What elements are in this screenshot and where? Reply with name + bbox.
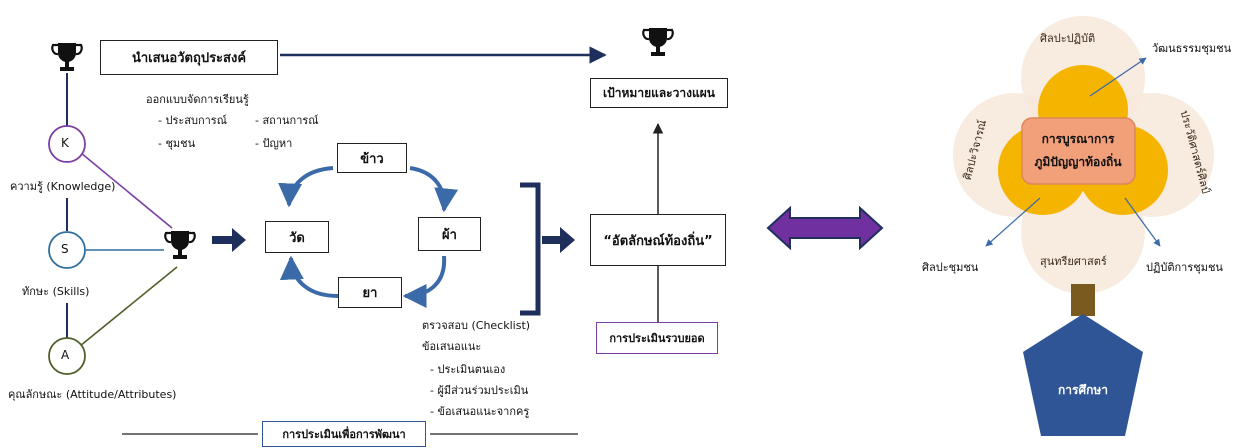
trophy-icon-goal <box>642 26 674 58</box>
center-label-line2: ภูมิปัญญาท้องถิ่น <box>1034 155 1122 169</box>
arrow-out-top-right <box>1089 57 1147 97</box>
out-label-culture: วัฒนธรรมชุมชน <box>1152 42 1232 55</box>
cycle-box-temple: วัด <box>265 221 329 253</box>
connector-a-trophy <box>79 266 178 347</box>
arrow-to-cycle <box>212 228 246 252</box>
k-letter: K <box>61 136 69 150</box>
design-item-problem: - ปัญหา <box>255 137 293 150</box>
cycle-arrow-4 <box>279 255 339 298</box>
advice-title: ข้อเสนอแนะ <box>422 340 482 353</box>
a-letter: A <box>61 348 70 362</box>
a-label: คุณลักษณะ (Attitude/Attributes) <box>8 388 177 401</box>
design-item-experience: - ประสบการณ์ <box>158 114 227 127</box>
cycle-arrow-3 <box>402 255 447 308</box>
formative-box: การประเมินเพื่อการพัฒนา <box>262 421 426 447</box>
goal-box: เป้าหมายและวางแผน <box>590 78 728 108</box>
s-label: ทักษะ (Skills) <box>22 285 90 298</box>
cycle-arrow-1 <box>278 166 334 208</box>
education-pentagon <box>1023 314 1143 436</box>
advice-item-stakeholder: - ผู้มีส่วนร่วมประเมิน <box>430 384 529 397</box>
design-item-situation: - สถานการณ์ <box>255 114 319 127</box>
connector-k-trophy <box>80 152 173 229</box>
a-circle <box>48 337 86 375</box>
center-label-line1: การบูรณาการ <box>1041 132 1115 146</box>
double-arrow <box>766 205 884 251</box>
s-circle <box>48 231 86 269</box>
design-item-community: - ชุมชน <box>158 137 196 150</box>
center-box <box>1021 117 1136 185</box>
cycle-box-cloth: ผ้า <box>418 217 481 251</box>
arrow-to-identity <box>542 227 575 253</box>
objective-box: นำเสนอวัตถุประสงค์ <box>100 40 278 75</box>
out-label-community-art: ศิลปะชุมชน <box>922 261 979 274</box>
trophy-icon-ksa <box>164 229 196 261</box>
arrow-out-bottom-right <box>1124 197 1161 247</box>
advice-item-teacher: - ข้อเสนอแนะจากครู <box>430 405 530 418</box>
summative-box: การประเมินรวบยอด <box>596 322 718 354</box>
advice-item-self: - ประเมินตนเอง <box>430 363 506 376</box>
petal-bottom-label: สุนทรียศาสตร์ <box>1040 255 1107 268</box>
tree-trunk <box>1071 284 1095 316</box>
k-circle <box>48 125 86 163</box>
trophy-icon-top <box>51 41 83 73</box>
education-label: การศึกษา <box>1058 383 1108 397</box>
petal-top-label: ศิลปะปฏิบัติ <box>1040 32 1096 45</box>
bracket <box>520 182 541 316</box>
cycle-box-rice: ข้าว <box>337 143 407 173</box>
checklist-title: ตรวจสอบ (Checklist) <box>422 319 531 332</box>
k-label: ความรู้ (Knowledge) <box>10 180 116 193</box>
cycle-arrow-2 <box>409 166 459 213</box>
cycle-box-medicine: ยา <box>338 277 402 308</box>
identity-box: “อัตลักษณ์ท้องถิ่น” <box>590 214 726 266</box>
s-letter: S <box>61 242 69 256</box>
out-label-community-practice: ปฏิบัติการชุมชน <box>1146 261 1223 274</box>
design-title: ออกแบบจัดการเรียนรู้ <box>146 93 249 106</box>
arrow-out-bottom-left <box>985 197 1041 247</box>
